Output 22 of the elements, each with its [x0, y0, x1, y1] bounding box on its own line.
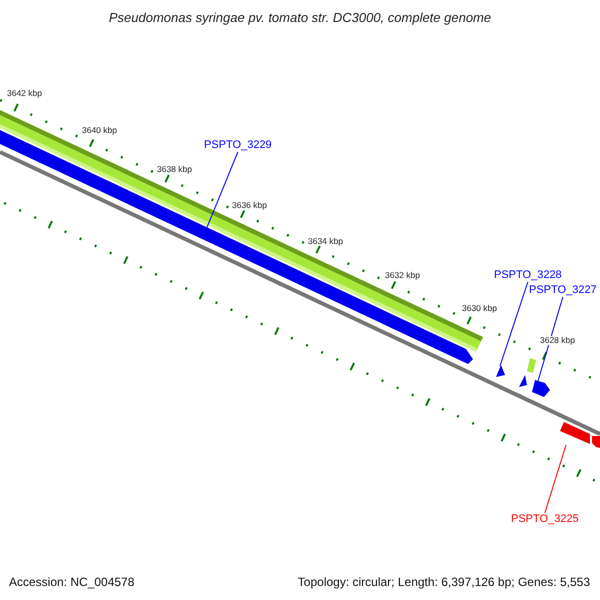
scale-label: 3632 kbp [385, 271, 420, 280]
gene-label: PSPTO_3227 [529, 285, 597, 296]
scale-label: 3640 kbp [82, 126, 117, 134]
scale-label: 3634 kbp [308, 237, 343, 246]
scale-label: 3628 kbp [540, 336, 575, 344]
scale-label: 3638 kbp [157, 165, 192, 174]
genome-info-text: Topology: circular; Length: 6,397,126 bp; Genes: 5,553 [298, 576, 590, 588]
leader-line [538, 296, 564, 382]
accession-text: Accession: NC_004578 [9, 576, 134, 588]
scale-label: 3636 kbp [232, 201, 267, 210]
gene-label: PSPTO_3228 [494, 270, 562, 281]
leader-line [500, 282, 528, 366]
gene-label: PSPTO_3229 [204, 140, 272, 151]
gene-feature [560, 422, 590, 444]
leader-line [206, 152, 238, 228]
gene-label: PSPTO_3225 [511, 514, 579, 525]
leader-line [544, 444, 566, 514]
gene-feature [496, 365, 505, 377]
scale-label: 3630 kbp [462, 304, 497, 312]
gene-feature [532, 380, 550, 397]
title: Pseudomonas syringae pv. tomato str. DC3000, complete genome [108, 11, 492, 24]
scale-label: 3642 kbp [7, 89, 42, 98]
